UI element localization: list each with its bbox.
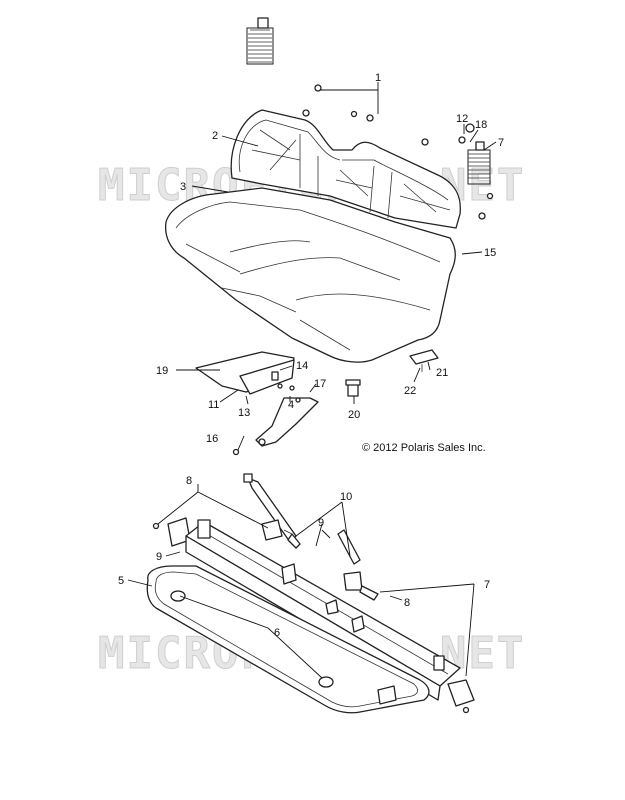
- spring-right: [467, 141, 491, 185]
- callout-10: 10: [340, 491, 352, 503]
- callout-9-left: 9: [156, 551, 162, 563]
- callout-5: 5: [118, 575, 124, 587]
- callout-13: 13: [238, 407, 250, 419]
- callout-6: 6: [274, 627, 280, 639]
- spring-top: [246, 17, 274, 65]
- callout-19: 19: [156, 365, 168, 377]
- seat-screws: [302, 84, 494, 220]
- seat-belt-upper: [243, 473, 301, 549]
- callout-17: 17: [314, 378, 326, 390]
- pad: [409, 349, 439, 372]
- callout-20: 20: [348, 409, 360, 421]
- support-bracket: [232, 383, 319, 456]
- callout-21: 21: [436, 367, 448, 379]
- callout-7-top: 7: [498, 137, 504, 149]
- callout-15: 15: [484, 247, 496, 259]
- callout-12: 12: [456, 113, 468, 125]
- seat-cushion: [164, 187, 456, 363]
- seat-bracket: [195, 351, 295, 395]
- leader-lines: [127, 82, 497, 679]
- callout-2: 2: [212, 130, 218, 142]
- callout-16: 16: [206, 433, 218, 445]
- buckle-left: [152, 517, 293, 547]
- base-frame-loop: [146, 565, 430, 714]
- seat-back: [230, 109, 461, 229]
- callout-8-top: 8: [186, 475, 192, 487]
- callout-22: 22: [404, 385, 416, 397]
- callout-11: 11: [208, 399, 219, 411]
- callout-8-bottom: 8: [404, 597, 410, 609]
- callout-14: 14: [296, 360, 308, 372]
- buckle-right: [447, 679, 475, 714]
- callout-3: 3: [180, 181, 186, 193]
- callout-4: 4: [288, 399, 294, 411]
- callout-9-top: 9: [318, 517, 324, 529]
- callout-7-bottom: 7: [484, 579, 490, 591]
- seat-belt-center: [337, 529, 379, 601]
- callout-18: 18: [475, 119, 487, 131]
- callout-1: 1: [375, 72, 381, 84]
- copyright-notice: © 2012 Polaris Sales Inc.: [362, 442, 486, 454]
- callout-labels: 1 2 3 12 18 7 15 19 14 11 13 17 20 21 22…: [118, 72, 504, 639]
- latch: [345, 379, 361, 397]
